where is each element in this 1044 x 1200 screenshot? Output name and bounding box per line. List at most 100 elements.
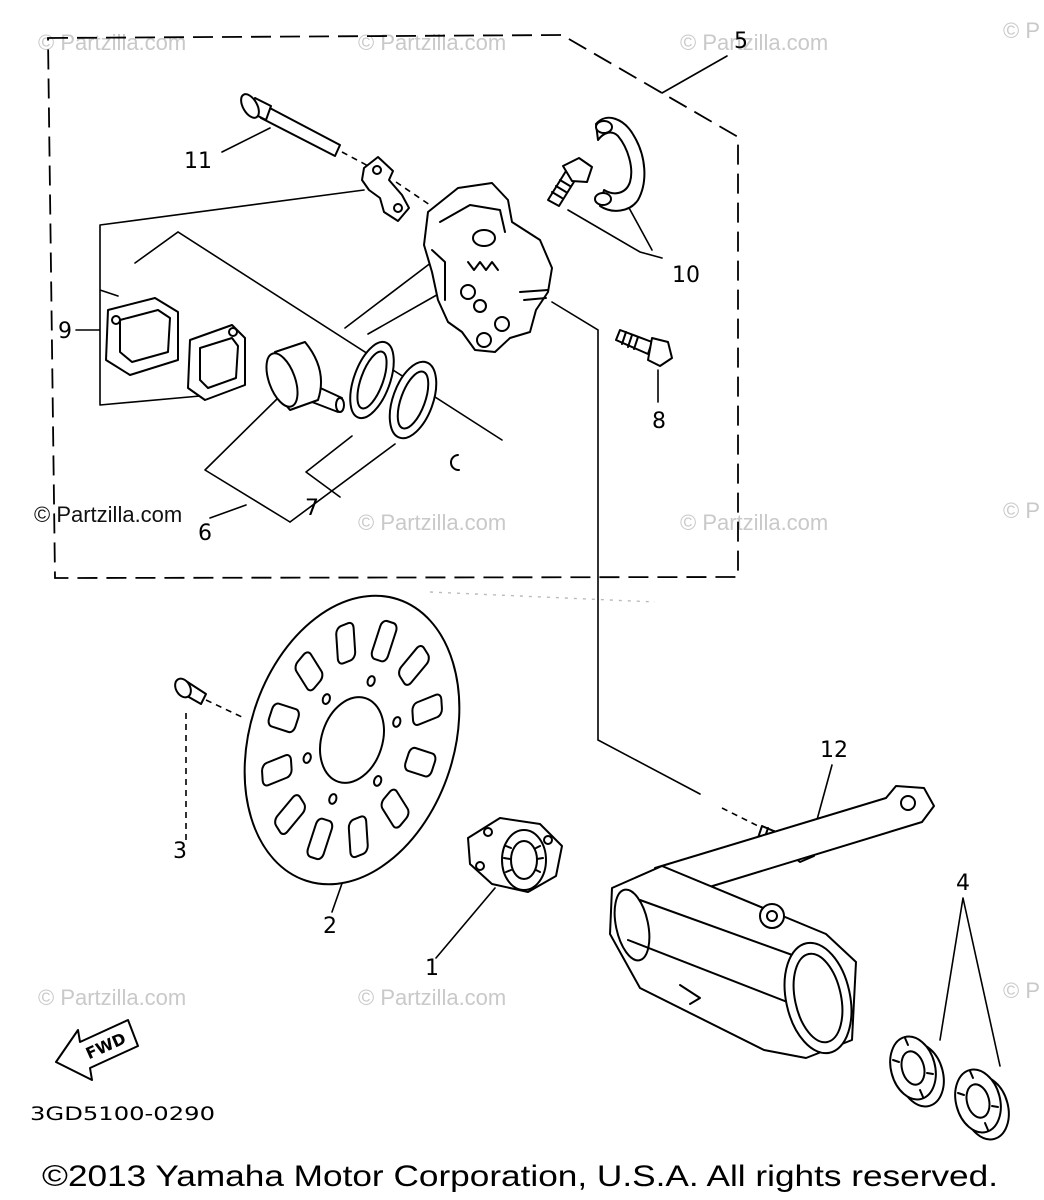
lock-nut-set xyxy=(889,1035,1010,1141)
mounting-bolt-10-head xyxy=(562,157,593,183)
brake-disc-slot xyxy=(262,753,292,787)
callout-12[interactable]: 12 xyxy=(820,738,848,763)
lock-nut-bore xyxy=(900,1050,926,1086)
brake-disc xyxy=(209,568,495,913)
watermark: © Partzilla.com xyxy=(680,510,828,535)
pad-support-clip xyxy=(361,156,410,222)
leader-11 xyxy=(221,127,271,153)
callout-2[interactable]: 2 xyxy=(323,914,337,939)
bolt-8-thread xyxy=(621,331,639,350)
watermark: © Partzilla.com xyxy=(358,510,506,535)
watermark-edge: © P xyxy=(1003,978,1040,1003)
disc-bolt-head xyxy=(174,677,192,699)
wheel-hub-flange-hole xyxy=(483,827,493,837)
caliper-bleeder xyxy=(519,289,549,301)
wheel-hub-flange-hole xyxy=(475,861,485,871)
brake-disc-slot xyxy=(348,815,368,859)
callout-7[interactable]: 7 xyxy=(305,496,319,521)
caliper-assembly-boundary xyxy=(47,34,739,579)
caliper-boss xyxy=(473,299,487,313)
leader-5 xyxy=(661,55,728,94)
lock-nut-bore xyxy=(965,1083,991,1119)
brake-disc-center-hole xyxy=(310,689,395,791)
brake-disc-bolt-hole xyxy=(366,675,376,687)
watermark: © Partzilla.com xyxy=(38,30,186,55)
lock-nut-notches xyxy=(892,1037,934,1098)
caliper-piston-face xyxy=(265,352,299,408)
callout-3[interactable]: 3 xyxy=(173,839,187,864)
mounting-bolt-10-thread xyxy=(551,179,571,199)
caliper-bracket-rib xyxy=(639,899,821,966)
print-artifact-line xyxy=(429,591,656,603)
callout-6[interactable]: 6 xyxy=(198,521,212,546)
caliper-body-edge xyxy=(431,204,506,301)
forward-arrow-shape xyxy=(55,1019,139,1081)
callout-10[interactable]: 10 xyxy=(672,263,700,288)
wheel-hub-flange-hole xyxy=(543,835,553,845)
watermark: © Partzilla.com xyxy=(358,985,506,1010)
caliper-spring xyxy=(467,261,499,271)
brake-disc-slots xyxy=(232,596,471,885)
brake-disc-slot xyxy=(267,702,301,733)
brake-disc-slot xyxy=(273,792,307,837)
watermark: © Partzilla.com xyxy=(38,985,186,1010)
pad-support-clip-hole xyxy=(372,165,382,175)
brake-disc-slot xyxy=(336,621,356,665)
clip-alignment-line xyxy=(395,181,431,206)
lock-nut-notches xyxy=(957,1070,999,1131)
caliper-bracket-end xyxy=(783,941,853,1055)
bolt-3-alignment-line xyxy=(205,699,245,719)
callout-11[interactable]: 11 xyxy=(184,149,212,174)
brake-disc-slot xyxy=(294,650,325,694)
caliper-piston xyxy=(265,341,345,413)
watermark-edge: © P xyxy=(1003,18,1040,43)
brake-disc-bolt-holes xyxy=(293,664,411,816)
caliper-to-bracket-line xyxy=(551,301,701,795)
callout-5[interactable]: 5 xyxy=(734,29,748,54)
leader-7 xyxy=(289,435,396,523)
brake-disc-slot xyxy=(397,643,431,688)
brake-disc-bolt-hole xyxy=(328,793,338,805)
caliper-bracket-arm xyxy=(654,785,935,889)
brake-disc-bolt-hole xyxy=(322,693,332,705)
mounting-bracket-10-foot xyxy=(594,192,612,206)
watermark: © Partzilla.com xyxy=(358,30,506,55)
watermark-edge: © P xyxy=(1003,498,1040,523)
wheel-hub-spline xyxy=(501,829,547,891)
callout-9[interactable]: 9 xyxy=(58,319,72,344)
disc-bolt xyxy=(174,677,207,705)
brake-disc-bolt-hole xyxy=(302,752,312,764)
dust-seal-inner xyxy=(396,370,430,430)
mounting-bracket-10 xyxy=(594,116,646,212)
caliper-bracket-tab xyxy=(679,984,701,1005)
brake-pad-hole xyxy=(228,327,238,337)
pad-support-clip-hole xyxy=(393,203,403,213)
brake-disc-slot xyxy=(380,787,411,831)
caliper-bracket-rib xyxy=(627,939,796,1006)
caliper-to-pads-line xyxy=(344,261,443,335)
mounting-bracket-10-foot xyxy=(595,120,613,134)
piston-seal-set xyxy=(349,340,460,471)
callout-8[interactable]: 8 xyxy=(652,409,666,434)
watermark-dark: © Partzilla.com xyxy=(34,502,182,527)
leader-4 xyxy=(939,897,1001,1067)
caliper-boss xyxy=(494,316,510,332)
brake-pad-set xyxy=(105,297,246,401)
callout-1[interactable]: 1 xyxy=(425,956,439,981)
wheel-hub xyxy=(467,817,563,893)
dust-seal-outer xyxy=(388,360,438,440)
bolt-8-head xyxy=(647,337,673,367)
caliper-bracket-end-inner xyxy=(792,952,844,1044)
mounting-bolt-10 xyxy=(547,157,593,207)
brake-disc-bolt-hole xyxy=(373,775,383,787)
bolt-8 xyxy=(615,329,673,367)
caliper-pin-head xyxy=(240,93,260,119)
seal-clip xyxy=(450,454,460,471)
caliper-pin xyxy=(240,93,341,157)
leader-9 xyxy=(75,189,365,406)
callout-4[interactable]: 4 xyxy=(956,871,970,896)
wheel-hub-spline-teeth xyxy=(503,845,544,873)
leader-10 xyxy=(567,205,663,259)
